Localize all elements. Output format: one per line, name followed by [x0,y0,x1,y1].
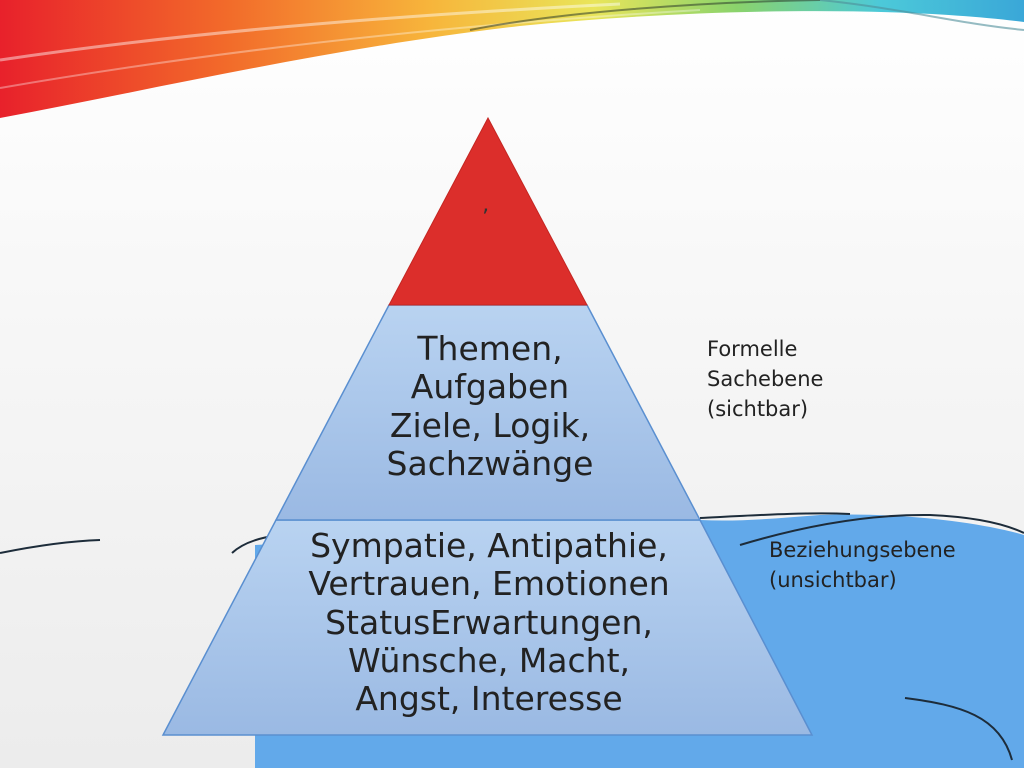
formal-label-line: Formelle [707,337,798,361]
pyramid-bottom-line: Vertrauen, Emotionen [308,564,670,604]
pyramid-top-text: ’ [482,206,489,231]
rainbow-swoosh [0,0,1024,118]
pyramid-bottom-line: StatusErwartungen, [325,602,653,642]
pyramid-bottom-text: Sympatie, Antipathie, Vertrauen, Emotion… [250,526,728,719]
pyramid-bottom-line: Wünsche, Macht, [348,640,630,680]
formal-level-label: Formelle Sachebene (sichtbar) [707,335,823,424]
formal-label-line: Sachebene [707,366,824,391]
pyramid-middle-line: Sachzwänge [386,443,594,483]
formal-label-line: (sichtbar) [707,396,809,421]
pyramid-bottom-line: Sympatie, Antipathie, [310,526,668,565]
relation-label-line: Beziehungsebene [769,538,956,562]
pyramid-middle-line: Aufgaben [410,367,570,407]
pyramid-middle-line: Themen, [417,329,563,368]
pyramid-middle-line: Ziele, Logik, [389,405,591,445]
relation-level-label: Beziehungsebene (unsichtbar) [769,536,956,596]
pyramid-middle-text: Themen, Aufgaben Ziele, Logik, Sachzwäng… [330,329,650,483]
pyramid-tier-top [388,116,588,306]
relation-label-line: (unsichtbar) [769,567,897,592]
pyramid-bottom-line: Angst, Interesse [355,679,623,719]
